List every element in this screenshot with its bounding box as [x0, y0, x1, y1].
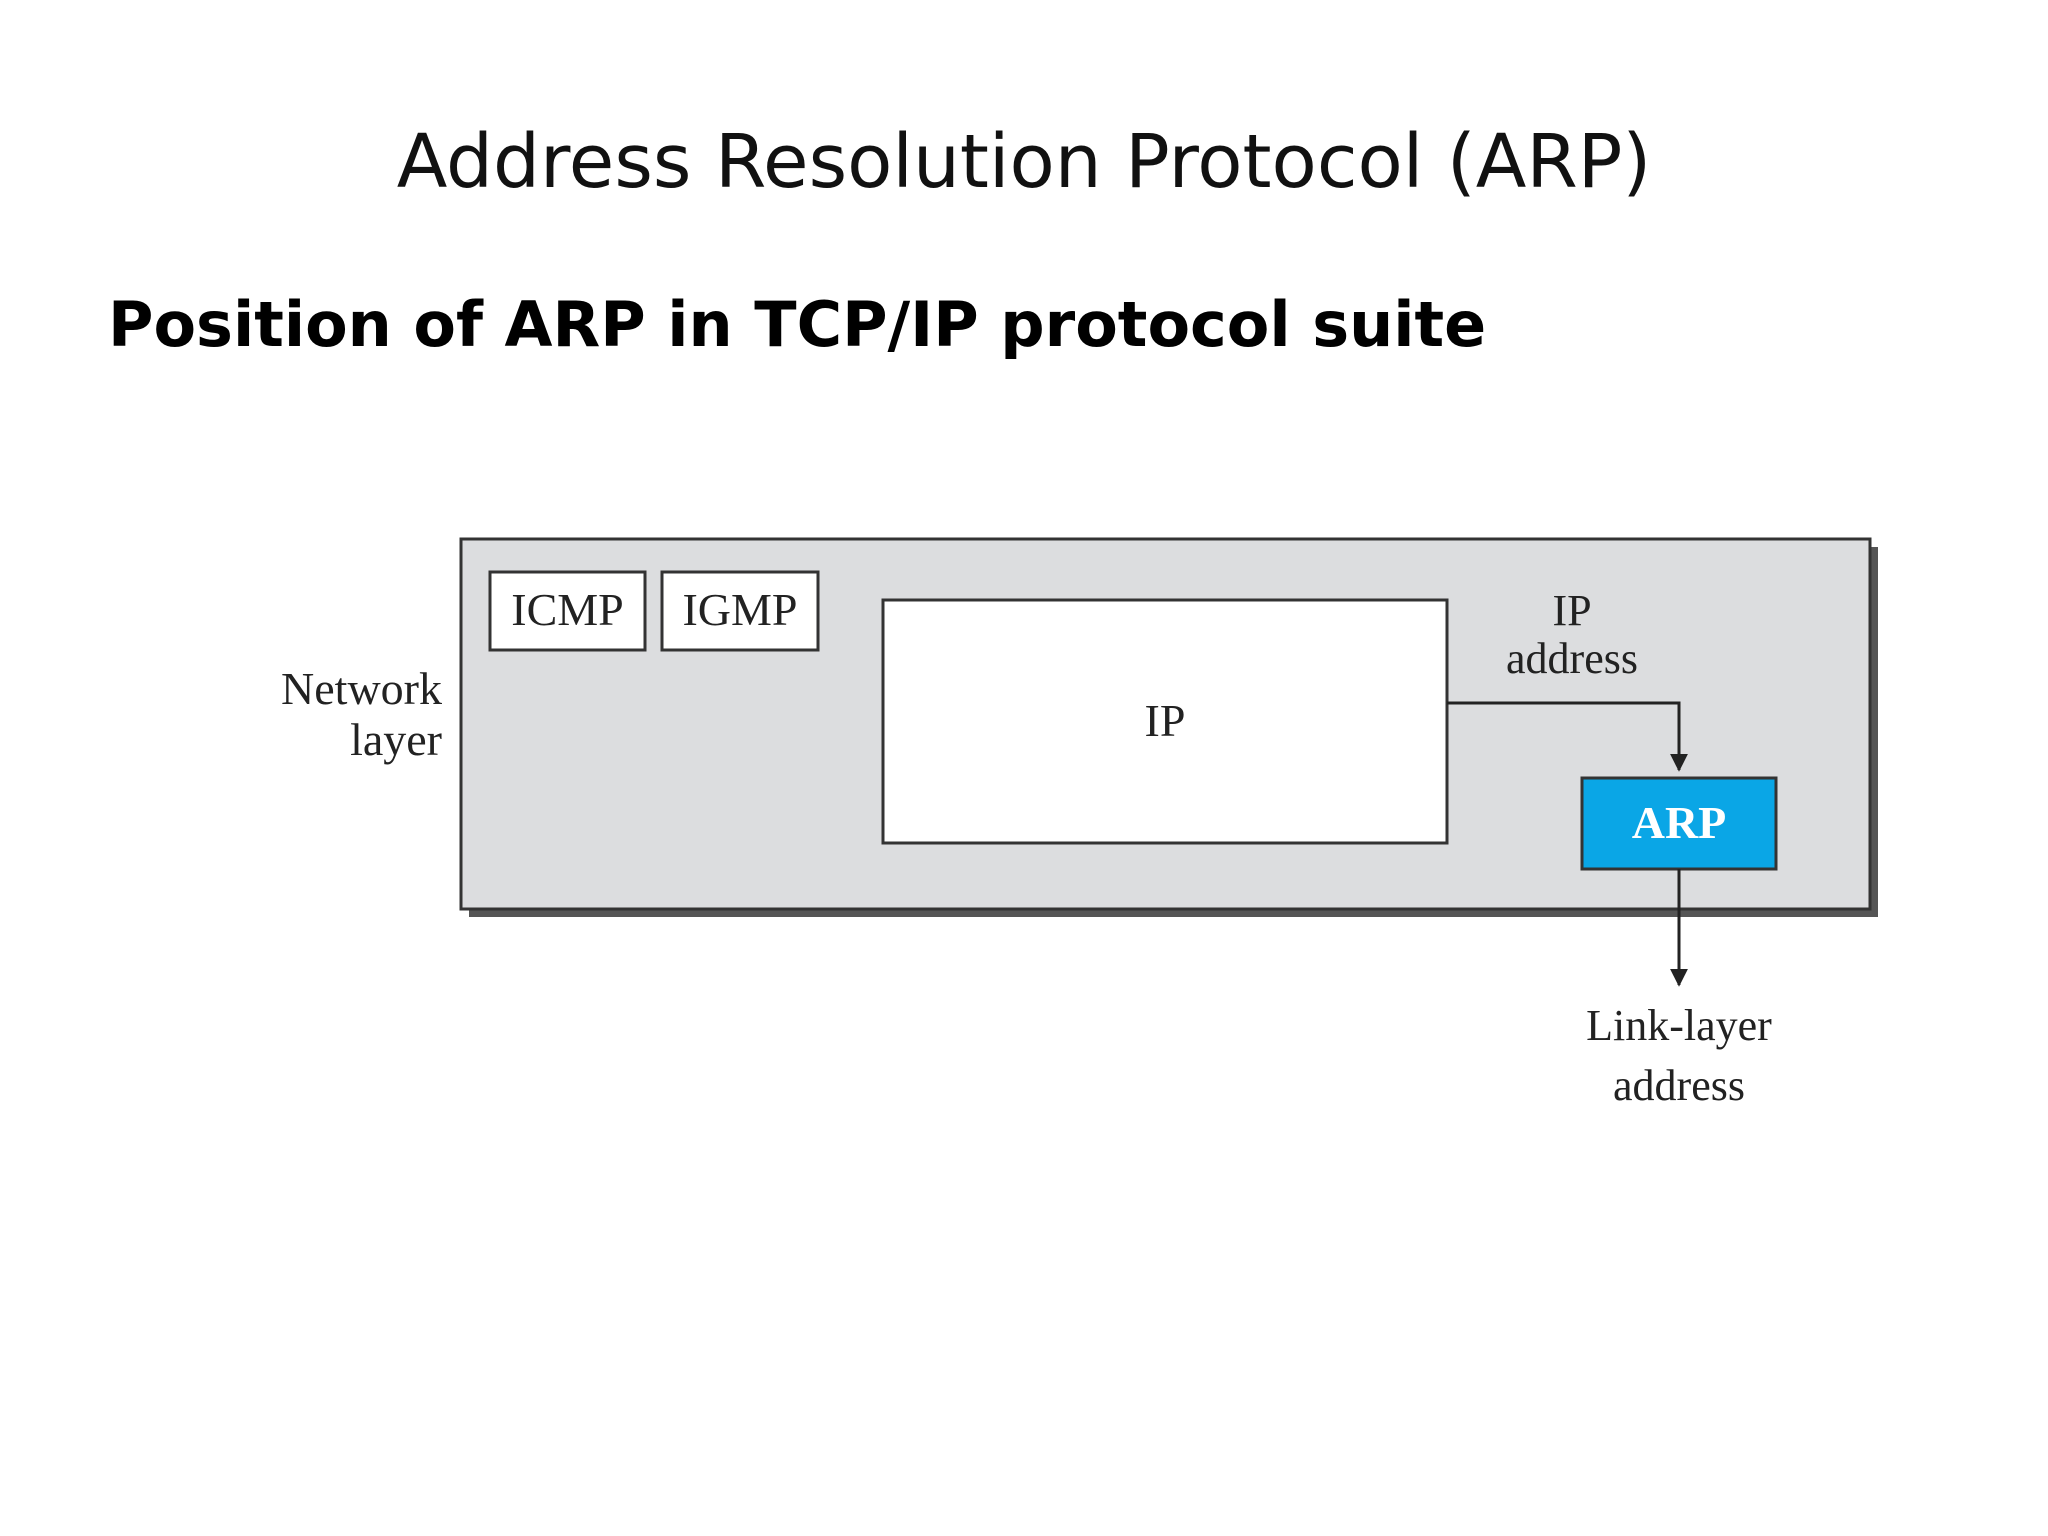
ip-box [881, 598, 1449, 845]
link-layer-address-label: Link-layer [1586, 1001, 1772, 1050]
arp-box [1580, 776, 1778, 871]
igmp-box [660, 570, 820, 652]
link-layer-address-label-2: address [1613, 1061, 1745, 1110]
ip-address-label-2: address [1506, 634, 1638, 683]
ip-label: IP [1145, 695, 1186, 746]
network-layer-label: Network [281, 663, 442, 714]
igmp-label: IGMP [682, 584, 797, 635]
icmp-box [488, 570, 647, 652]
ip-address-label: IP [1552, 586, 1591, 635]
ip-to-arp-arrow [1447, 701, 1688, 772]
network-layer-label-2: layer [350, 714, 442, 765]
arp-label: ARP [1632, 797, 1727, 848]
slide-subtitle: Position of ARP in TCP/IP protocol suite [108, 288, 1487, 361]
slide-title: Address Resolution Protocol (ARP) [396, 119, 1652, 205]
icmp-label: ICMP [511, 584, 623, 635]
